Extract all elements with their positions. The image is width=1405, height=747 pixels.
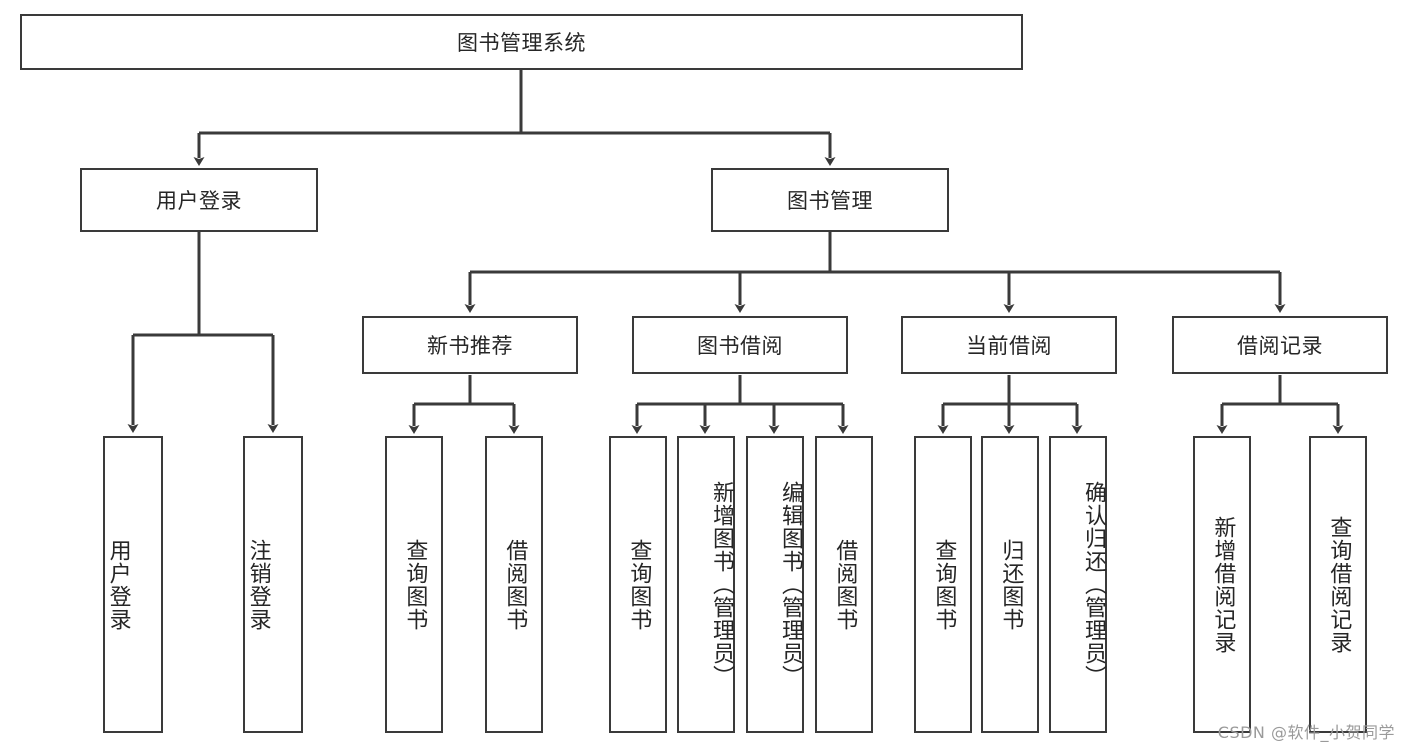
node-new-book-recommend[interactable]: 新书推荐 bbox=[362, 316, 578, 374]
node-book-borrow[interactable]: 图书借阅 bbox=[632, 316, 848, 374]
node-leaf-add-book-label: 新增图书（管理员） bbox=[709, 481, 734, 688]
node-book-management[interactable]: 图书管理 bbox=[711, 168, 949, 232]
node-root[interactable]: 图书管理系统 bbox=[20, 14, 1023, 70]
node-borrow-record[interactable]: 借阅记录 bbox=[1172, 316, 1388, 374]
node-leaf-return-book[interactable]: 归还图书 bbox=[981, 436, 1039, 733]
node-root-label: 图书管理系统 bbox=[457, 31, 586, 55]
node-leaf-user-login[interactable]: 用户登录 bbox=[103, 436, 163, 733]
node-new-book-recommend-label: 新书推荐 bbox=[427, 334, 513, 358]
node-leaf-add-book[interactable]: 新增图书（管理员） bbox=[677, 436, 735, 733]
node-user-login[interactable]: 用户登录 bbox=[80, 168, 318, 232]
node-leaf-add-record-label: 新增借阅记录 bbox=[1210, 515, 1236, 654]
node-leaf-user-login-label: 用户登录 bbox=[105, 538, 131, 631]
node-leaf-query-book-1-label: 查询图书 bbox=[402, 538, 428, 631]
node-leaf-query-book-2[interactable]: 查询图书 bbox=[609, 436, 667, 733]
node-book-borrow-label: 图书借阅 bbox=[697, 334, 783, 358]
node-user-login-label: 用户登录 bbox=[156, 189, 242, 213]
node-leaf-edit-book[interactable]: 编辑图书（管理员） bbox=[746, 436, 804, 733]
node-leaf-borrow-book-2-label: 借阅图书 bbox=[832, 538, 858, 631]
node-leaf-confirm-return[interactable]: 确认归还（管理员） bbox=[1049, 436, 1107, 733]
node-leaf-confirm-return-label: 确认归还（管理员） bbox=[1081, 481, 1106, 688]
node-leaf-edit-book-label: 编辑图书（管理员） bbox=[778, 481, 803, 688]
node-current-borrow[interactable]: 当前借阅 bbox=[901, 316, 1117, 374]
node-book-management-label: 图书管理 bbox=[787, 189, 873, 213]
watermark: CSDN @软件_小贺同学 bbox=[1217, 723, 1395, 742]
node-leaf-return-book-label: 归还图书 bbox=[998, 538, 1024, 631]
node-leaf-logout-label: 注销登录 bbox=[245, 538, 271, 631]
node-borrow-record-label: 借阅记录 bbox=[1237, 334, 1323, 358]
node-leaf-query-record[interactable]: 查询借阅记录 bbox=[1309, 436, 1367, 733]
node-leaf-query-book-3-label: 查询图书 bbox=[931, 538, 957, 631]
node-leaf-add-record[interactable]: 新增借阅记录 bbox=[1193, 436, 1251, 733]
node-leaf-borrow-book-2[interactable]: 借阅图书 bbox=[815, 436, 873, 733]
node-leaf-query-book-3[interactable]: 查询图书 bbox=[914, 436, 972, 733]
node-leaf-logout[interactable]: 注销登录 bbox=[243, 436, 303, 733]
node-leaf-query-record-label: 查询借阅记录 bbox=[1326, 515, 1352, 654]
node-leaf-borrow-book-1-label: 借阅图书 bbox=[502, 538, 528, 631]
node-current-borrow-label: 当前借阅 bbox=[966, 334, 1052, 358]
node-leaf-borrow-book-1[interactable]: 借阅图书 bbox=[485, 436, 543, 733]
node-leaf-query-book-1[interactable]: 查询图书 bbox=[385, 436, 443, 733]
node-leaf-query-book-2-label: 查询图书 bbox=[626, 538, 652, 631]
